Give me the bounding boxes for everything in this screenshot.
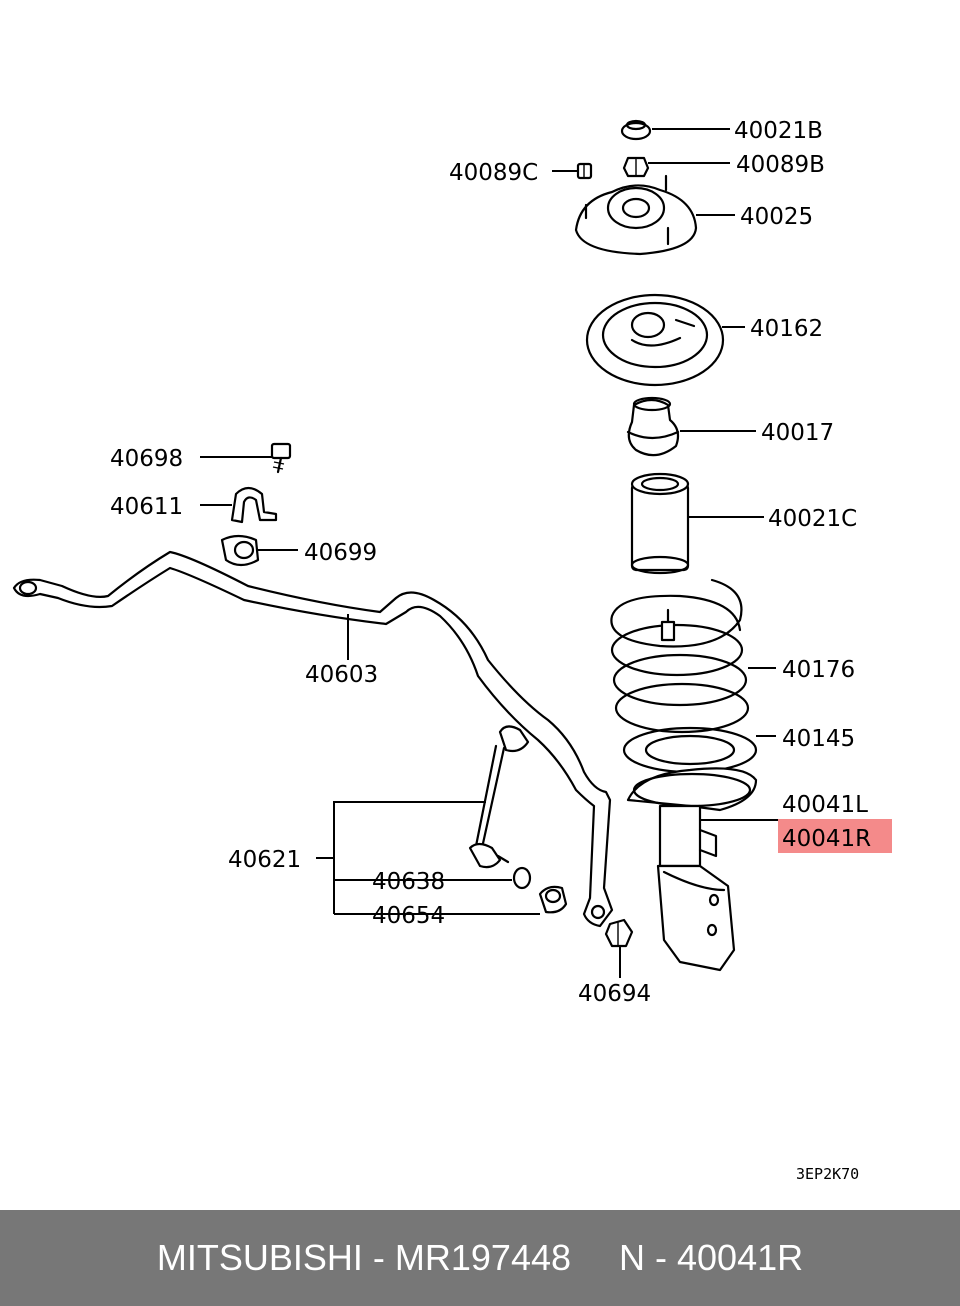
footer-separator: -	[362, 1237, 395, 1278]
part-40089c-nut	[576, 162, 593, 180]
part-40611-bracket	[230, 486, 278, 524]
label-40041l[interactable]: 40041L	[782, 792, 868, 818]
label-40021c[interactable]: 40021C	[768, 506, 857, 532]
label-40089c[interactable]: 40089C	[449, 160, 538, 186]
label-40638[interactable]: 40638	[372, 869, 445, 895]
part-40638-ring	[512, 866, 532, 890]
label-40698[interactable]: 40698	[110, 446, 183, 472]
footer-bar: MITSUBISHI - MR197448 N - 40041R	[0, 1210, 960, 1306]
part-40603-stabilizer-bar	[12, 550, 614, 928]
part-40176-coil-spring	[610, 578, 750, 734]
part-40621-stabilizer-link	[468, 725, 530, 869]
part-40162-spring-seat	[585, 293, 725, 387]
label-40699[interactable]: 40699	[304, 540, 377, 566]
part-40698-bolt	[270, 442, 292, 474]
label-40162[interactable]: 40162	[750, 316, 823, 342]
part-40021b-cap	[620, 119, 652, 141]
part-40025-strut-mount	[574, 174, 698, 256]
footer-part-number: MR197448	[394, 1237, 572, 1278]
highlight-box-40041r	[778, 819, 892, 853]
label-40603[interactable]: 40603	[305, 662, 378, 688]
part-40699-bushing	[220, 534, 260, 567]
part-40017-bump-stop	[626, 396, 680, 457]
part-40654-bushing	[538, 885, 568, 914]
label-40021b[interactable]: 40021B	[734, 118, 823, 144]
label-40694[interactable]: 40694	[578, 981, 651, 1007]
label-40025[interactable]: 40025	[740, 204, 813, 230]
footer-brand: MITSUBISHI	[156, 1237, 363, 1278]
label-40621[interactable]: 40621	[228, 847, 301, 873]
part-40694-nut	[604, 918, 634, 948]
label-40176[interactable]: 40176	[782, 657, 855, 683]
label-40017[interactable]: 40017	[761, 420, 834, 446]
label-40654[interactable]: 40654	[372, 903, 445, 929]
part-40145-lower-seat	[622, 726, 758, 774]
label-40041r[interactable]: 40041R	[782, 826, 871, 852]
part-40089b-nut	[622, 156, 650, 178]
parts-diagram: 40021B 40089C 40089B 40025 40162 40017 4…	[12, 118, 892, 1183]
footer-ref-prefix: N -	[619, 1237, 678, 1278]
label-40611[interactable]: 40611	[110, 494, 183, 520]
label-40145[interactable]: 40145	[782, 726, 855, 752]
part-40021c-dust-boot	[630, 472, 690, 575]
part-40041-strut-assembly	[626, 767, 758, 972]
diagram-code: 3EP2K70	[796, 1165, 859, 1183]
label-40089b[interactable]: 40089B	[736, 152, 825, 178]
leader-40621	[316, 801, 486, 914]
footer-ref-number: 40041R	[677, 1237, 804, 1278]
